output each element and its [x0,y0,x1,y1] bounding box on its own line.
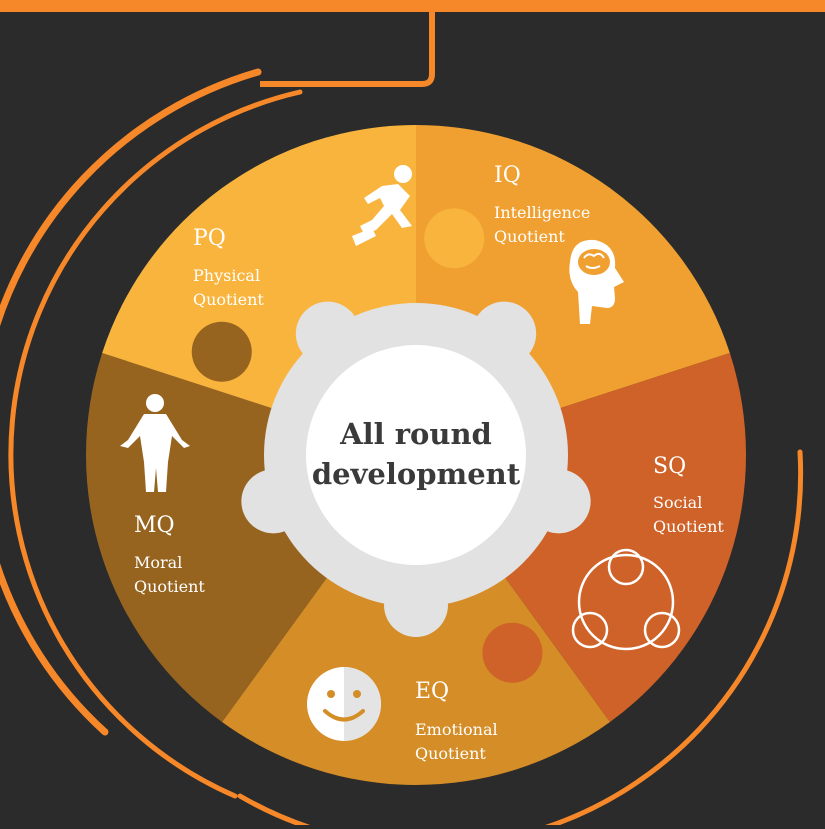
mq-label-line2: Quotient [134,577,205,596]
running-man-icon [352,165,412,246]
puzzle-tab-iq [580,321,641,382]
eq-code: EQ [415,679,449,704]
top-connector-line [260,12,435,87]
sq-label-line2: Quotient [653,517,724,536]
puzzle-tab-sq [482,622,543,683]
pq-label-line2: Quotient [193,290,264,309]
person-open-arms-icon [120,394,190,492]
outer-arc-bottom-right [237,449,804,829]
outer-arc-left [0,68,262,736]
pq-code: PQ [193,226,226,251]
pq-label-line1: Physical [193,266,260,285]
sq-label-line1: Social [653,493,702,512]
iq-label-line1: Intelligence [494,203,590,222]
segment-iq: IQ Intelligence Quotient [494,163,624,324]
eq-label-line2: Quotient [415,744,486,763]
iq-label-line2: Quotient [494,227,565,246]
segment-pq: PQ Physical Quotient [193,165,412,309]
puzzle-tab-pq [424,208,485,269]
segment-sq: SQ Social Quotient [571,454,724,651]
outer-arc-inner-left [8,89,303,799]
brain-head-icon [569,239,624,324]
segment-mq: MQ Moral Quotient [120,394,205,596]
hub-inner-circle [306,345,526,565]
eq-label-line1: Emotional [415,720,498,739]
smiley-face-icon [307,667,381,741]
center-title-line2: development [312,457,521,491]
social-circles-icon [571,548,681,651]
mq-code: MQ [134,513,175,538]
center-title-line1: All round [339,417,492,451]
mq-label-line1: Moral [134,553,182,572]
center-hub: All round development [241,301,591,637]
puzzle-tab-mq [191,321,252,382]
puzzle-tab-eq [289,622,350,683]
iq-code: IQ [494,163,521,188]
top-accent-bar [0,0,825,12]
sq-code: SQ [653,454,686,479]
segment-eq: EQ Emotional Quotient [307,667,498,763]
